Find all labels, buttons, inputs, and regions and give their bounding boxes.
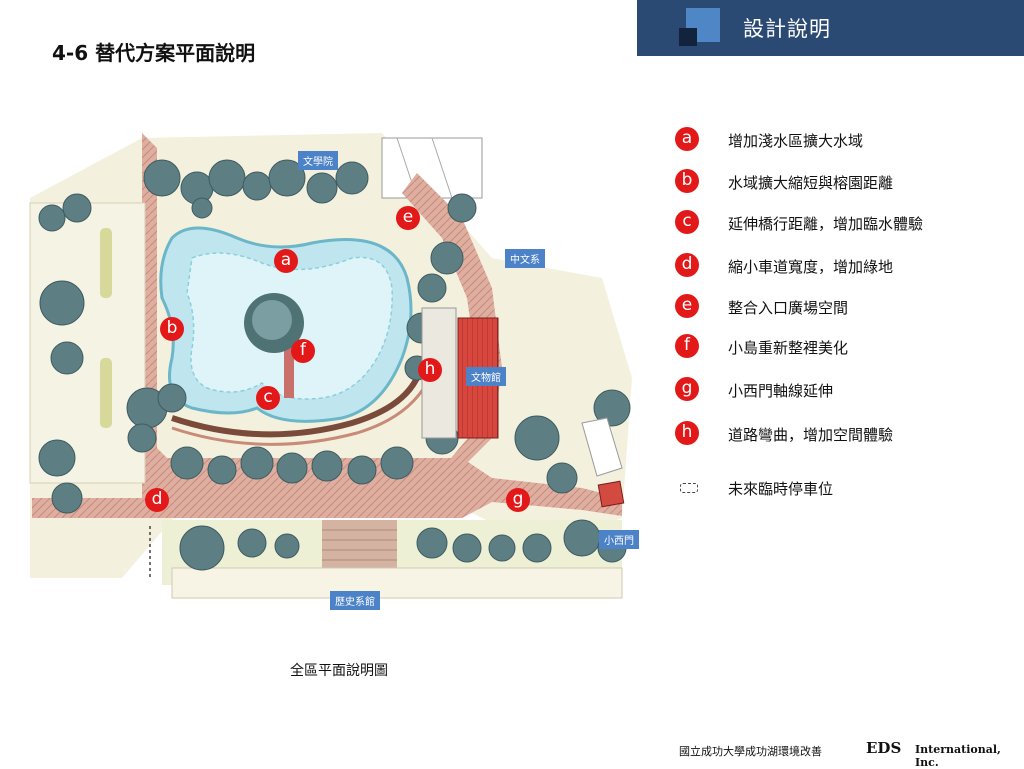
plan-marker-e: e [396,206,420,230]
header-logo-square-small [679,28,697,46]
legend-text: 水域擴大縮短與榕園距離 [728,174,894,192]
legend-marker: h [675,421,699,445]
plan-marker-g: g [506,488,530,512]
plan-marker-c: c [256,386,280,410]
plan-marker-d: d [145,488,169,512]
footer-university: 國立成功大學成功湖環境改善 [679,745,822,758]
site-plan-drawing [29,133,632,599]
legend-marker: f [675,334,699,358]
plan-buildings [421,307,625,508]
label-history-dept: 歷史系館 [330,591,380,610]
plan-caption: 全區平面說明圖 [290,663,388,679]
legend-marker: a [675,127,699,151]
plan-marker-b: b [160,317,184,341]
legend-text: 增加淺水區擴大水域 [728,132,864,150]
plan-marker-h: h [418,358,442,382]
legend-text: 小西門軸線延伸 [728,382,834,400]
footer-company: International, Inc. [915,743,1001,769]
label-chinese-dept: 中文系 [505,249,545,268]
plan-pond [159,226,429,446]
header-bar: 設計說明 [637,0,1024,56]
legend-text: 道路彎曲，增加空間體驗 [728,426,894,444]
legend-marker: c [675,210,699,234]
legend-text: 延伸橋行距離，增加臨水體驗 [728,215,924,233]
header-title: 設計說明 [743,17,831,41]
label-college-of-liberal-arts: 文學院 [298,151,338,170]
legend-text: 未來臨時停車位 [728,480,834,498]
legend-marker: g [675,377,699,401]
label-museum: 文物館 [466,367,506,386]
page-title: 4-6 替代方案平面說明 [52,41,256,65]
legend-text: 縮小車道寬度，增加綠地 [728,258,894,276]
footer-brand-logo: EDS [866,739,902,757]
dashed-parking-icon [680,483,698,493]
plan-marker-f: f [291,339,315,363]
legend-marker: e [675,294,699,318]
legend-marker: d [675,253,699,277]
legend-marker: b [675,169,699,193]
legend-text: 整合入口廣場空間 [728,299,849,317]
label-small-west-gate: 小西門 [599,530,639,549]
legend-text: 小島重新整裡美化 [728,339,849,357]
plan-marker-a: a [274,249,298,273]
